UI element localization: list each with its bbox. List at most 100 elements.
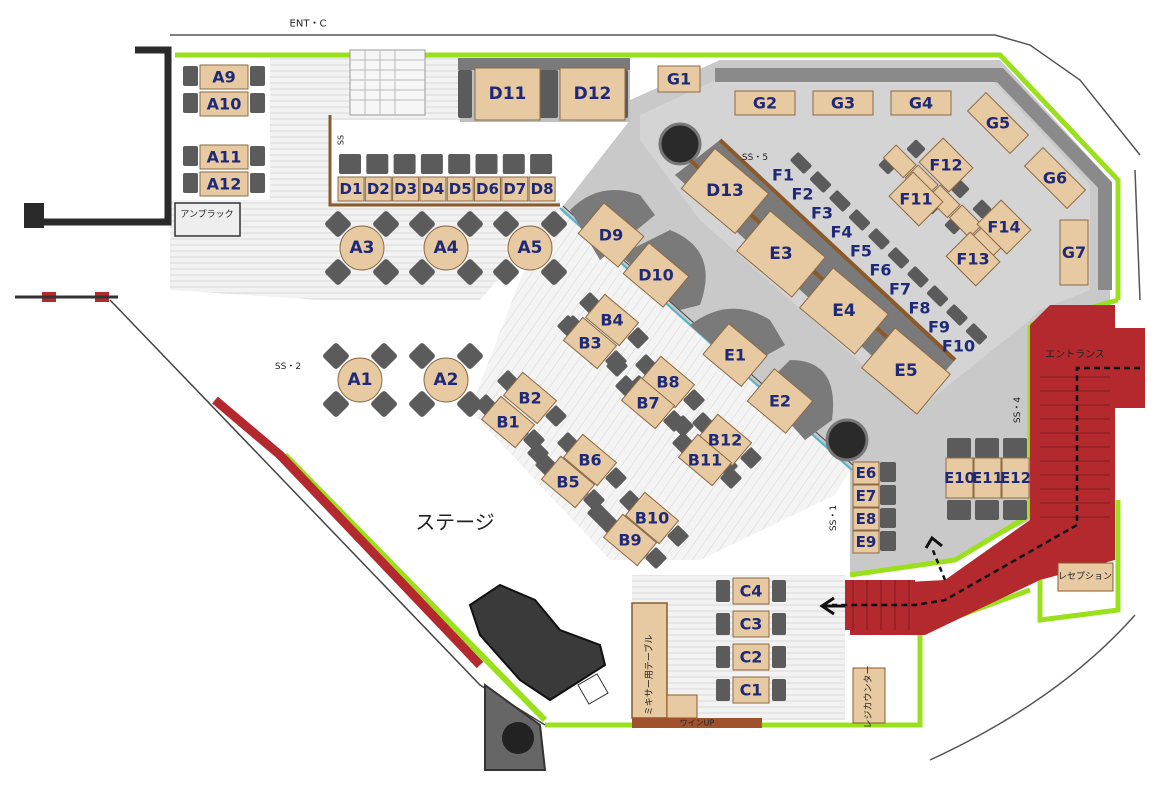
table-d7[interactable]	[501, 176, 529, 202]
table-f11[interactable]	[888, 171, 944, 227]
table-a9[interactable]	[199, 64, 249, 90]
table-d1[interactable]	[337, 176, 365, 202]
table-b6[interactable]	[562, 433, 618, 487]
table-d8[interactable]	[528, 176, 556, 202]
bar-outline	[328, 115, 560, 207]
table-a3[interactable]	[339, 225, 385, 271]
table-label-b9: B9	[618, 531, 641, 550]
table-c1[interactable]	[732, 676, 770, 704]
table-label-d7: D7	[503, 180, 526, 198]
table-label-a12: A12	[207, 175, 242, 194]
table-label-d11: D11	[489, 84, 527, 104]
table-label-d2: D2	[367, 180, 390, 198]
table-g5[interactable]	[966, 91, 1030, 155]
table-d5[interactable]	[446, 176, 474, 202]
table-a4[interactable]	[423, 225, 469, 271]
table-d2[interactable]	[364, 176, 392, 202]
table-e7[interactable]	[852, 484, 880, 508]
table-c2[interactable]	[732, 643, 770, 671]
chair	[946, 304, 968, 326]
table-e11[interactable]	[973, 457, 1002, 499]
table-a5[interactable]	[507, 225, 553, 271]
table-b11[interactable]	[677, 433, 733, 487]
booth-sofa-g	[715, 68, 1112, 290]
table-d11[interactable]	[474, 67, 541, 121]
table-g1[interactable]	[657, 65, 701, 93]
chair	[183, 146, 198, 166]
chair	[541, 259, 567, 285]
curved-south-facade	[929, 614, 1136, 761]
table-e6[interactable]	[852, 461, 880, 485]
table-g4[interactable]	[890, 90, 952, 116]
table-g7[interactable]	[1059, 219, 1089, 286]
table-label-f14: F14	[987, 218, 1020, 237]
table-b10[interactable]	[624, 491, 680, 545]
table-f12[interactable]	[918, 137, 974, 193]
table-label-g2: G2	[753, 94, 777, 113]
ss4-label: SS・4	[1013, 397, 1023, 423]
table-f-group[interactable]	[882, 144, 917, 179]
table-d4[interactable]	[419, 176, 447, 202]
chair	[1003, 438, 1027, 458]
chair	[605, 467, 627, 489]
table-label-a10: A10	[207, 95, 242, 114]
table-d9[interactable]	[577, 202, 645, 268]
table-label-a1: A1	[348, 370, 373, 390]
table-d3[interactable]	[392, 176, 420, 202]
table-a11[interactable]	[199, 144, 249, 170]
table-label-d12: D12	[574, 84, 612, 104]
table-label-b6: B6	[578, 451, 601, 470]
table-e4[interactable]	[799, 267, 889, 355]
chair	[530, 154, 553, 174]
table-f-group[interactable]	[948, 204, 983, 239]
table-b5[interactable]	[540, 455, 596, 509]
table-a1[interactable]	[337, 357, 383, 403]
table-e3[interactable]	[736, 210, 826, 298]
table-d6[interactable]	[474, 176, 501, 202]
stage-label: ステージ	[415, 510, 495, 534]
table-a2[interactable]	[423, 357, 469, 403]
table-d12[interactable]	[559, 67, 626, 121]
chair	[325, 211, 351, 237]
table-f13[interactable]	[945, 231, 1001, 287]
table-g6[interactable]	[1023, 146, 1087, 210]
table-e9[interactable]	[852, 530, 880, 554]
stage-pillar	[502, 722, 534, 754]
chair	[493, 211, 519, 237]
chair	[502, 154, 525, 174]
table-e8[interactable]	[852, 507, 880, 531]
table-d10[interactable]	[622, 242, 690, 308]
table-label-f9: F9	[928, 318, 950, 337]
table-d13[interactable]	[680, 147, 770, 235]
chair	[339, 154, 361, 174]
table-g3[interactable]	[812, 90, 874, 116]
table-label-f4: F4	[830, 223, 852, 242]
chair	[907, 266, 929, 288]
table-b2[interactable]	[502, 371, 558, 425]
table-b7[interactable]	[620, 376, 676, 430]
table-b1[interactable]	[480, 395, 536, 449]
table-label-b12: B12	[708, 431, 742, 450]
table-e10[interactable]	[945, 457, 974, 499]
chair	[810, 171, 831, 193]
table-c3[interactable]	[732, 610, 770, 638]
table-e5[interactable]	[861, 327, 951, 415]
table-a10[interactable]	[199, 91, 249, 117]
table-g2[interactable]	[734, 90, 796, 116]
table-label-g5: G5	[986, 114, 1010, 133]
stage-wall-red	[212, 396, 484, 669]
table-b4[interactable]	[584, 293, 640, 347]
chair	[868, 228, 890, 250]
table-a12[interactable]	[199, 171, 249, 197]
table-b9[interactable]	[602, 513, 658, 567]
table-e12[interactable]	[1001, 457, 1030, 499]
chair	[183, 66, 198, 86]
chair	[409, 211, 435, 237]
table-c4[interactable]	[732, 577, 770, 605]
table-e1[interactable]	[702, 322, 768, 388]
table-e2[interactable]	[746, 368, 814, 434]
table-label-b3: B3	[578, 334, 601, 353]
chair	[457, 391, 483, 417]
table-b3[interactable]	[562, 316, 618, 370]
table-f14[interactable]	[976, 199, 1032, 255]
